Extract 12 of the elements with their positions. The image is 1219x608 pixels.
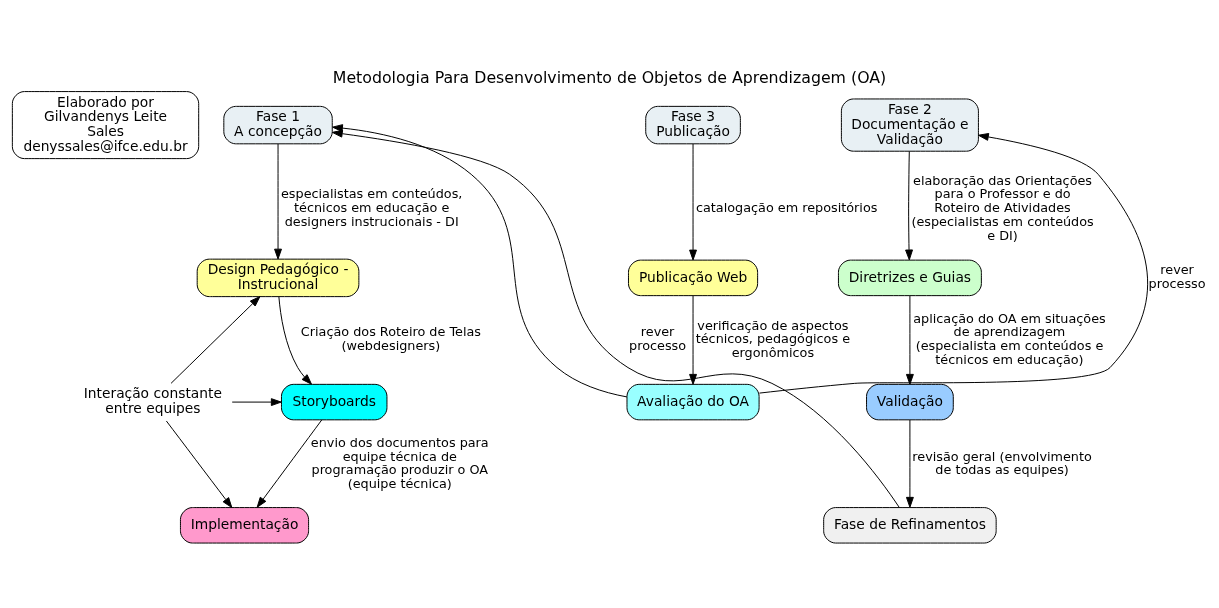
node-text: Interação constante entre equipes [83,384,222,416]
edge-label: Criação dos Roteiro de Telas (webdesigners) [300,323,481,353]
edge-label: revisão geral (envolvimento de todas as equipes) [912,448,1092,477]
edge-label: catalogação em repositórios [695,199,878,215]
edge-label: especialistas em conteúdos, técnicos em educação e designers instrucionais - DI [280,185,463,229]
edge-label: rever processo [1148,261,1206,291]
diagram-title: Metodologia Para Desenvolvimento de Objetos de Aprendizagem (OA) [332,67,887,86]
edge-label: verificação de aspectos técnicos, pedagógicos e ergonômicos [695,317,851,360]
edge-label: rever processo [629,323,687,353]
edge-label: envio dos documentos para equipe técnica de programação produzir o OA (equipe técnica) [310,434,489,491]
edge-label: elaboração das Orientações para o Professor e do Roteiro de Atividades (especialistas em conteúdos e DI) [911,172,1094,243]
edge-label: aplicação do OA em situações de aprendizagem (especialista em conteúdos e técnicos em educação) [913,310,1106,367]
